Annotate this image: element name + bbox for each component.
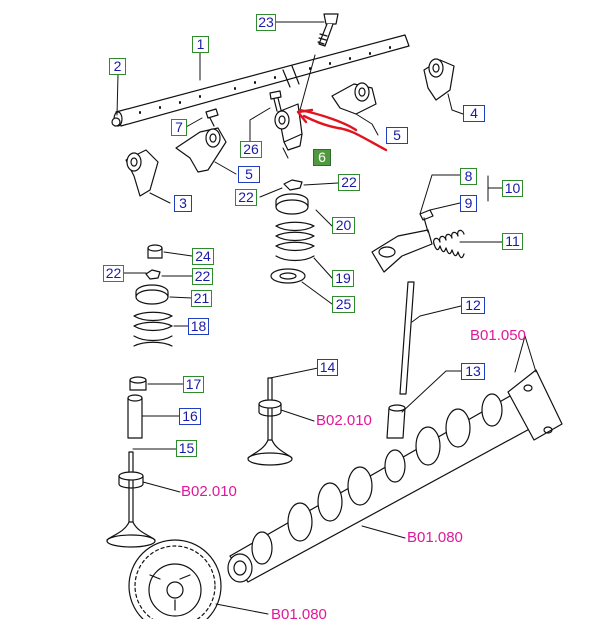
part-label-13[interactable]: 13 [461, 363, 485, 380]
part-label-3[interactable]: 3 [174, 195, 192, 212]
part-label-22-left[interactable]: 22 [103, 265, 124, 282]
long-bolt [317, 13, 339, 47]
camshaft [227, 369, 563, 583]
part-label-25[interactable]: 25 [332, 296, 355, 313]
adjuster-screw [419, 209, 434, 233]
part-label-24[interactable]: 24 [192, 248, 214, 265]
rocker-shaft [113, 34, 410, 127]
part-label-12[interactable]: 12 [461, 297, 485, 314]
part-label-18[interactable]: 18 [188, 318, 209, 335]
pushrod-short [127, 394, 143, 439]
rocker-arm-5-left [175, 127, 227, 173]
part-label-10[interactable]: 10 [502, 180, 523, 197]
pushrod-long [399, 281, 415, 395]
tappet-13 [386, 404, 406, 439]
part-label-26[interactable]: 26 [240, 141, 262, 158]
part-label-1[interactable]: 1 [192, 36, 209, 53]
part-label-21[interactable]: 21 [191, 290, 212, 307]
pedestal-6 [274, 103, 303, 151]
ref-camshaft-assembly[interactable]: B01.050 [470, 327, 526, 344]
rocker-arm-right [371, 229, 433, 273]
ref-valve-left[interactable]: B02.010 [181, 483, 237, 500]
rocker-arm-5-right [331, 82, 377, 115]
part-label-2[interactable]: 2 [109, 58, 126, 75]
part-label-5-left[interactable]: 5 [238, 166, 260, 183]
part-label-16[interactable]: 16 [179, 408, 201, 425]
ref-valve-middle[interactable]: B02.010 [316, 412, 372, 429]
timing-gear [128, 539, 222, 619]
valve-middle [247, 377, 293, 466]
part-label-20[interactable]: 20 [332, 217, 355, 234]
part-label-15[interactable]: 15 [176, 440, 197, 457]
part-label-22-upper-right[interactable]: 22 [338, 174, 360, 191]
ref-camshaft[interactable]: B01.080 [407, 529, 463, 546]
part-label-22-middle[interactable]: 22 [192, 268, 213, 285]
leader-lines [116, 21, 537, 615]
part-label-19[interactable]: 19 [332, 270, 354, 287]
part-label-11[interactable]: 11 [502, 233, 523, 250]
small-bolt-26 [269, 90, 282, 112]
part-label-5-right[interactable]: 5 [386, 127, 408, 144]
part-label-23[interactable]: 23 [256, 14, 276, 31]
part-label-17[interactable]: 17 [183, 376, 204, 393]
tappet-cap [129, 376, 147, 391]
part-label-4[interactable]: 4 [463, 105, 485, 122]
spring-group-left [133, 244, 173, 347]
part-label-8[interactable]: 8 [460, 168, 477, 185]
rocker-arm-4 [423, 58, 455, 101]
part-label-22-upper-left[interactable]: 22 [235, 189, 257, 206]
part-label-6-selected[interactable]: 6 [313, 149, 331, 166]
rocker-arm-3 [125, 149, 159, 197]
part-label-7[interactable]: 7 [171, 119, 187, 136]
valve-left [106, 451, 156, 548]
spring-group-upper [270, 179, 315, 284]
small-bolt-7 [205, 108, 219, 127]
part-label-14[interactable]: 14 [317, 359, 338, 376]
part-label-9[interactable]: 9 [460, 195, 477, 212]
highlight-arrow [296, 108, 388, 152]
shaft-plug [111, 117, 121, 127]
rocker-spring [433, 229, 465, 259]
ref-timing-gear[interactable]: B01.080 [271, 606, 327, 623]
